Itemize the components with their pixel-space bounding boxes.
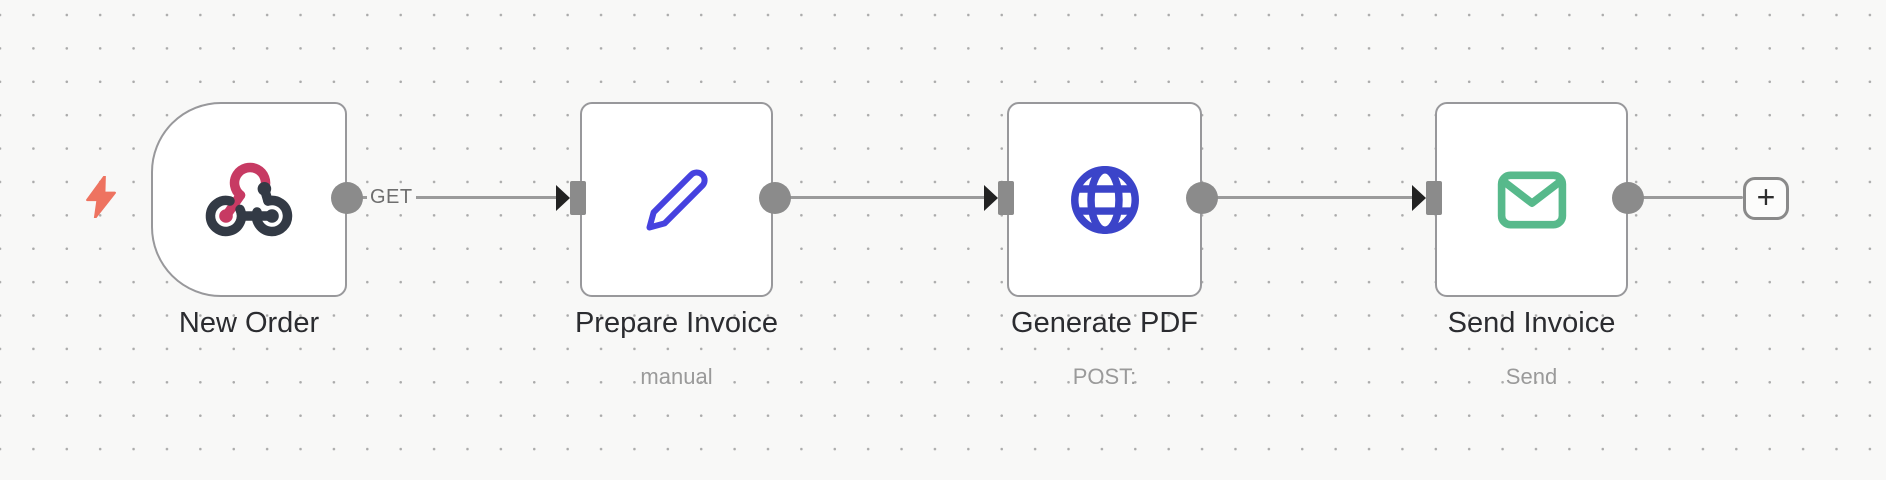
- output-connector-new-order[interactable]: [331, 182, 363, 214]
- output-connector-generate-pdf[interactable]: [1186, 182, 1218, 214]
- output-connector-send-invoice[interactable]: [1612, 182, 1644, 214]
- globe-icon: [1070, 165, 1139, 234]
- connection-label-get: GET: [367, 186, 416, 209]
- add-node-button[interactable]: +: [1743, 177, 1789, 220]
- lightning-bolt-icon: [86, 176, 116, 218]
- input-connector-send-invoice[interactable]: [1426, 181, 1442, 215]
- node-subtitle-send-invoice: Send: [1505, 364, 1558, 389]
- node-title-new-order: New Order: [178, 307, 320, 339]
- node-new-order[interactable]: New Order: [151, 102, 347, 402]
- connection-send-invoice-to-add-button[interactable]: [1628, 196, 1743, 200]
- connection-prepare-invoice-to-generate-pdf[interactable]: [775, 196, 986, 200]
- node-box-new-order[interactable]: [151, 102, 347, 297]
- node-title-generate-pdf: Generate PDF: [1011, 307, 1198, 339]
- node-send-invoice[interactable]: Send Invoice Send: [1435, 102, 1628, 402]
- webhook-icon: [205, 162, 293, 236]
- input-connector-prepare-invoice[interactable]: [570, 181, 586, 215]
- node-prepare-invoice[interactable]: Prepare Invoice manual: [575, 102, 778, 402]
- node-title-send-invoice: Send Invoice: [1447, 307, 1616, 339]
- connection-new-order-to-prepare-invoice[interactable]: [347, 196, 558, 200]
- node-subtitle-prepare-invoice: manual: [640, 364, 713, 389]
- input-connector-generate-pdf[interactable]: [998, 181, 1014, 215]
- connection-arrowhead: [1412, 185, 1426, 211]
- node-subtitle-generate-pdf: POST:: [1072, 364, 1137, 389]
- pencil-icon: [645, 168, 708, 231]
- node-title-prepare-invoice: Prepare Invoice: [574, 307, 779, 339]
- connection-arrowhead: [984, 185, 998, 211]
- node-box-send-invoice[interactable]: [1435, 102, 1628, 297]
- connection-arrowhead: [556, 185, 570, 211]
- node-box-generate-pdf[interactable]: [1007, 102, 1202, 297]
- plus-icon: +: [1756, 179, 1776, 215]
- connection-generate-pdf-to-send-invoice[interactable]: [1202, 196, 1414, 200]
- node-generate-pdf[interactable]: Generate PDF POST:: [1007, 102, 1202, 402]
- node-box-prepare-invoice[interactable]: [580, 102, 773, 297]
- output-connector-prepare-invoice[interactable]: [759, 182, 791, 214]
- envelope-icon: [1497, 171, 1566, 229]
